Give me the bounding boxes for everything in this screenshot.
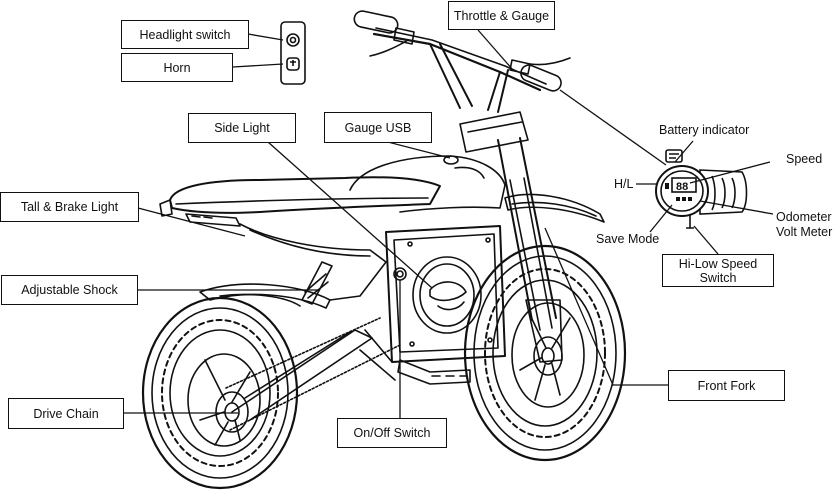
label-volt-meter: Volt Meter (776, 225, 833, 239)
callout-on-off-switch: On/Off Switch (337, 418, 447, 448)
callout-drive-chain: Drive Chain (8, 398, 124, 429)
callout-side-light: Side Light (188, 113, 296, 143)
front-wheel (463, 244, 627, 462)
label-save-mode: Save Mode (596, 232, 660, 246)
callout-throttle-gauge-label: Throttle & Gauge (453, 8, 550, 23)
callout-front-fork: Front Fork (668, 370, 785, 401)
callout-on-off-switch-label: On/Off Switch (353, 426, 431, 440)
callout-hi-low-speed-switch: Hi-Low Speed Switch (662, 254, 774, 287)
gauge-readout: 88 (676, 181, 688, 193)
callout-hi-low-speed-switch-line1: Hi-Low Speed (678, 256, 758, 271)
callout-throttle-gauge: Throttle & Gauge (448, 1, 555, 30)
callout-headlight-switch: Headlight switch (121, 20, 249, 49)
label-battery-indicator: Battery indicator (659, 123, 750, 137)
callout-horn-label: Horn (163, 60, 191, 75)
label-speed: Speed (786, 152, 823, 166)
callout-tail-brake-light: Tall & Brake Light (0, 192, 139, 222)
callout-headlight-switch-label: Headlight switch (139, 27, 231, 42)
callout-tail-brake-light-label: Tall & Brake Light (20, 200, 119, 214)
callout-front-fork-label: Front Fork (697, 378, 756, 393)
callout-gauge-usb: Gauge USB (324, 112, 432, 143)
callout-adjustable-shock: Adjustable Shock (1, 275, 138, 305)
callout-hi-low-speed-switch-line2: Switch (699, 270, 737, 285)
callout-horn: Horn (121, 53, 233, 82)
callout-adjustable-shock-label: Adjustable Shock (21, 283, 118, 297)
callout-side-light-label: Side Light (214, 121, 270, 135)
label-h-l: H/L (614, 177, 634, 191)
callout-drive-chain-label: Drive Chain (33, 406, 99, 421)
label-odometer: Odometer (776, 210, 832, 224)
callout-gauge-usb-label: Gauge USB (344, 120, 412, 135)
